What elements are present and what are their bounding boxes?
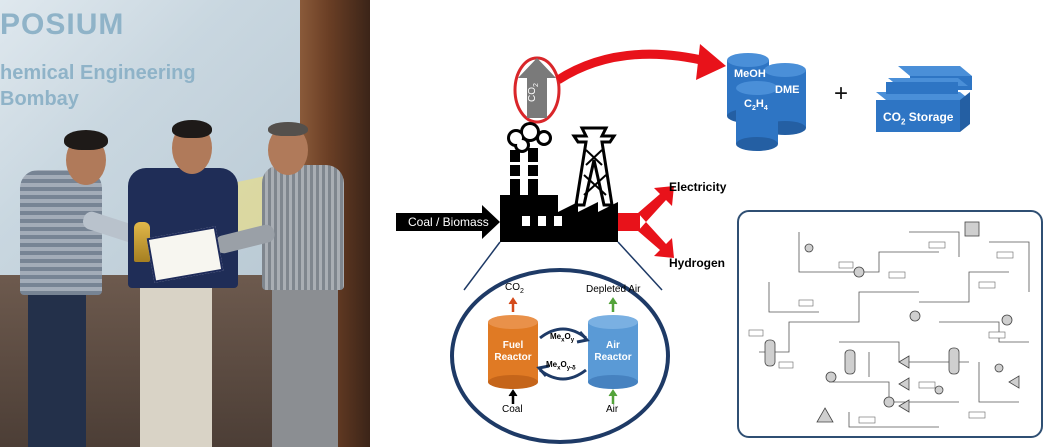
oxidized-carrier-label: MexOy <box>550 332 575 344</box>
hydrogen-label: Hydrogen <box>669 256 726 270</box>
fuel-reactor-label: Fuel Reactor <box>494 340 532 363</box>
co2-up-arrow <box>518 58 556 118</box>
process-flowsheet-panel <box>737 210 1043 438</box>
banner-line-symposium: POSIUM <box>0 8 125 41</box>
air-reactor-vessel <box>588 315 638 389</box>
product-cylinders <box>727 53 806 151</box>
co2-storage-blocks <box>876 66 972 132</box>
output-fork-arrow <box>618 186 674 258</box>
depleted-air-label: Depleted Air <box>586 284 641 295</box>
diagram-graphics <box>396 44 972 444</box>
process-concept-diagram: CO2 Coal / Biomass MeOH DME C2H4 + CO2 S… <box>370 0 1045 447</box>
power-plant-icon <box>500 122 618 242</box>
co2-arrow-label: CO2 <box>527 83 540 102</box>
feed-label: Coal / Biomass <box>408 215 489 229</box>
zoom-line-left <box>463 241 501 291</box>
feed-arrow <box>396 205 500 239</box>
zoom-line-right <box>617 241 663 291</box>
plus-sign: + <box>834 80 849 107</box>
reduced-carrier-label: MexOy-δ <box>546 360 576 372</box>
co2-to-products-arrow <box>555 49 712 84</box>
banner-line-institute: Bombay <box>0 88 79 110</box>
product-dme: DME <box>775 84 800 96</box>
banner-line-department: hemical Engineering <box>0 62 196 84</box>
coal-input-label: Coal <box>502 404 523 415</box>
flowsheet-schematic <box>748 221 1030 428</box>
fuel-reactor-vessel <box>488 315 538 389</box>
air-reactor-label: Air Reactor <box>594 340 632 363</box>
award-photo: POSIUM hemical Engineering Bombay <box>0 0 370 447</box>
trophy <box>134 222 150 262</box>
electricity-label: Electricity <box>669 180 727 194</box>
co2-arrowhead <box>696 44 726 80</box>
product-c2h4: C2H4 <box>744 98 768 113</box>
air-input-label: Air <box>606 404 619 415</box>
co2-storage-label: CO2 Storage <box>883 110 954 127</box>
looping-co2-label: CO2 <box>505 282 524 295</box>
product-meoh: MeOH <box>734 68 766 80</box>
